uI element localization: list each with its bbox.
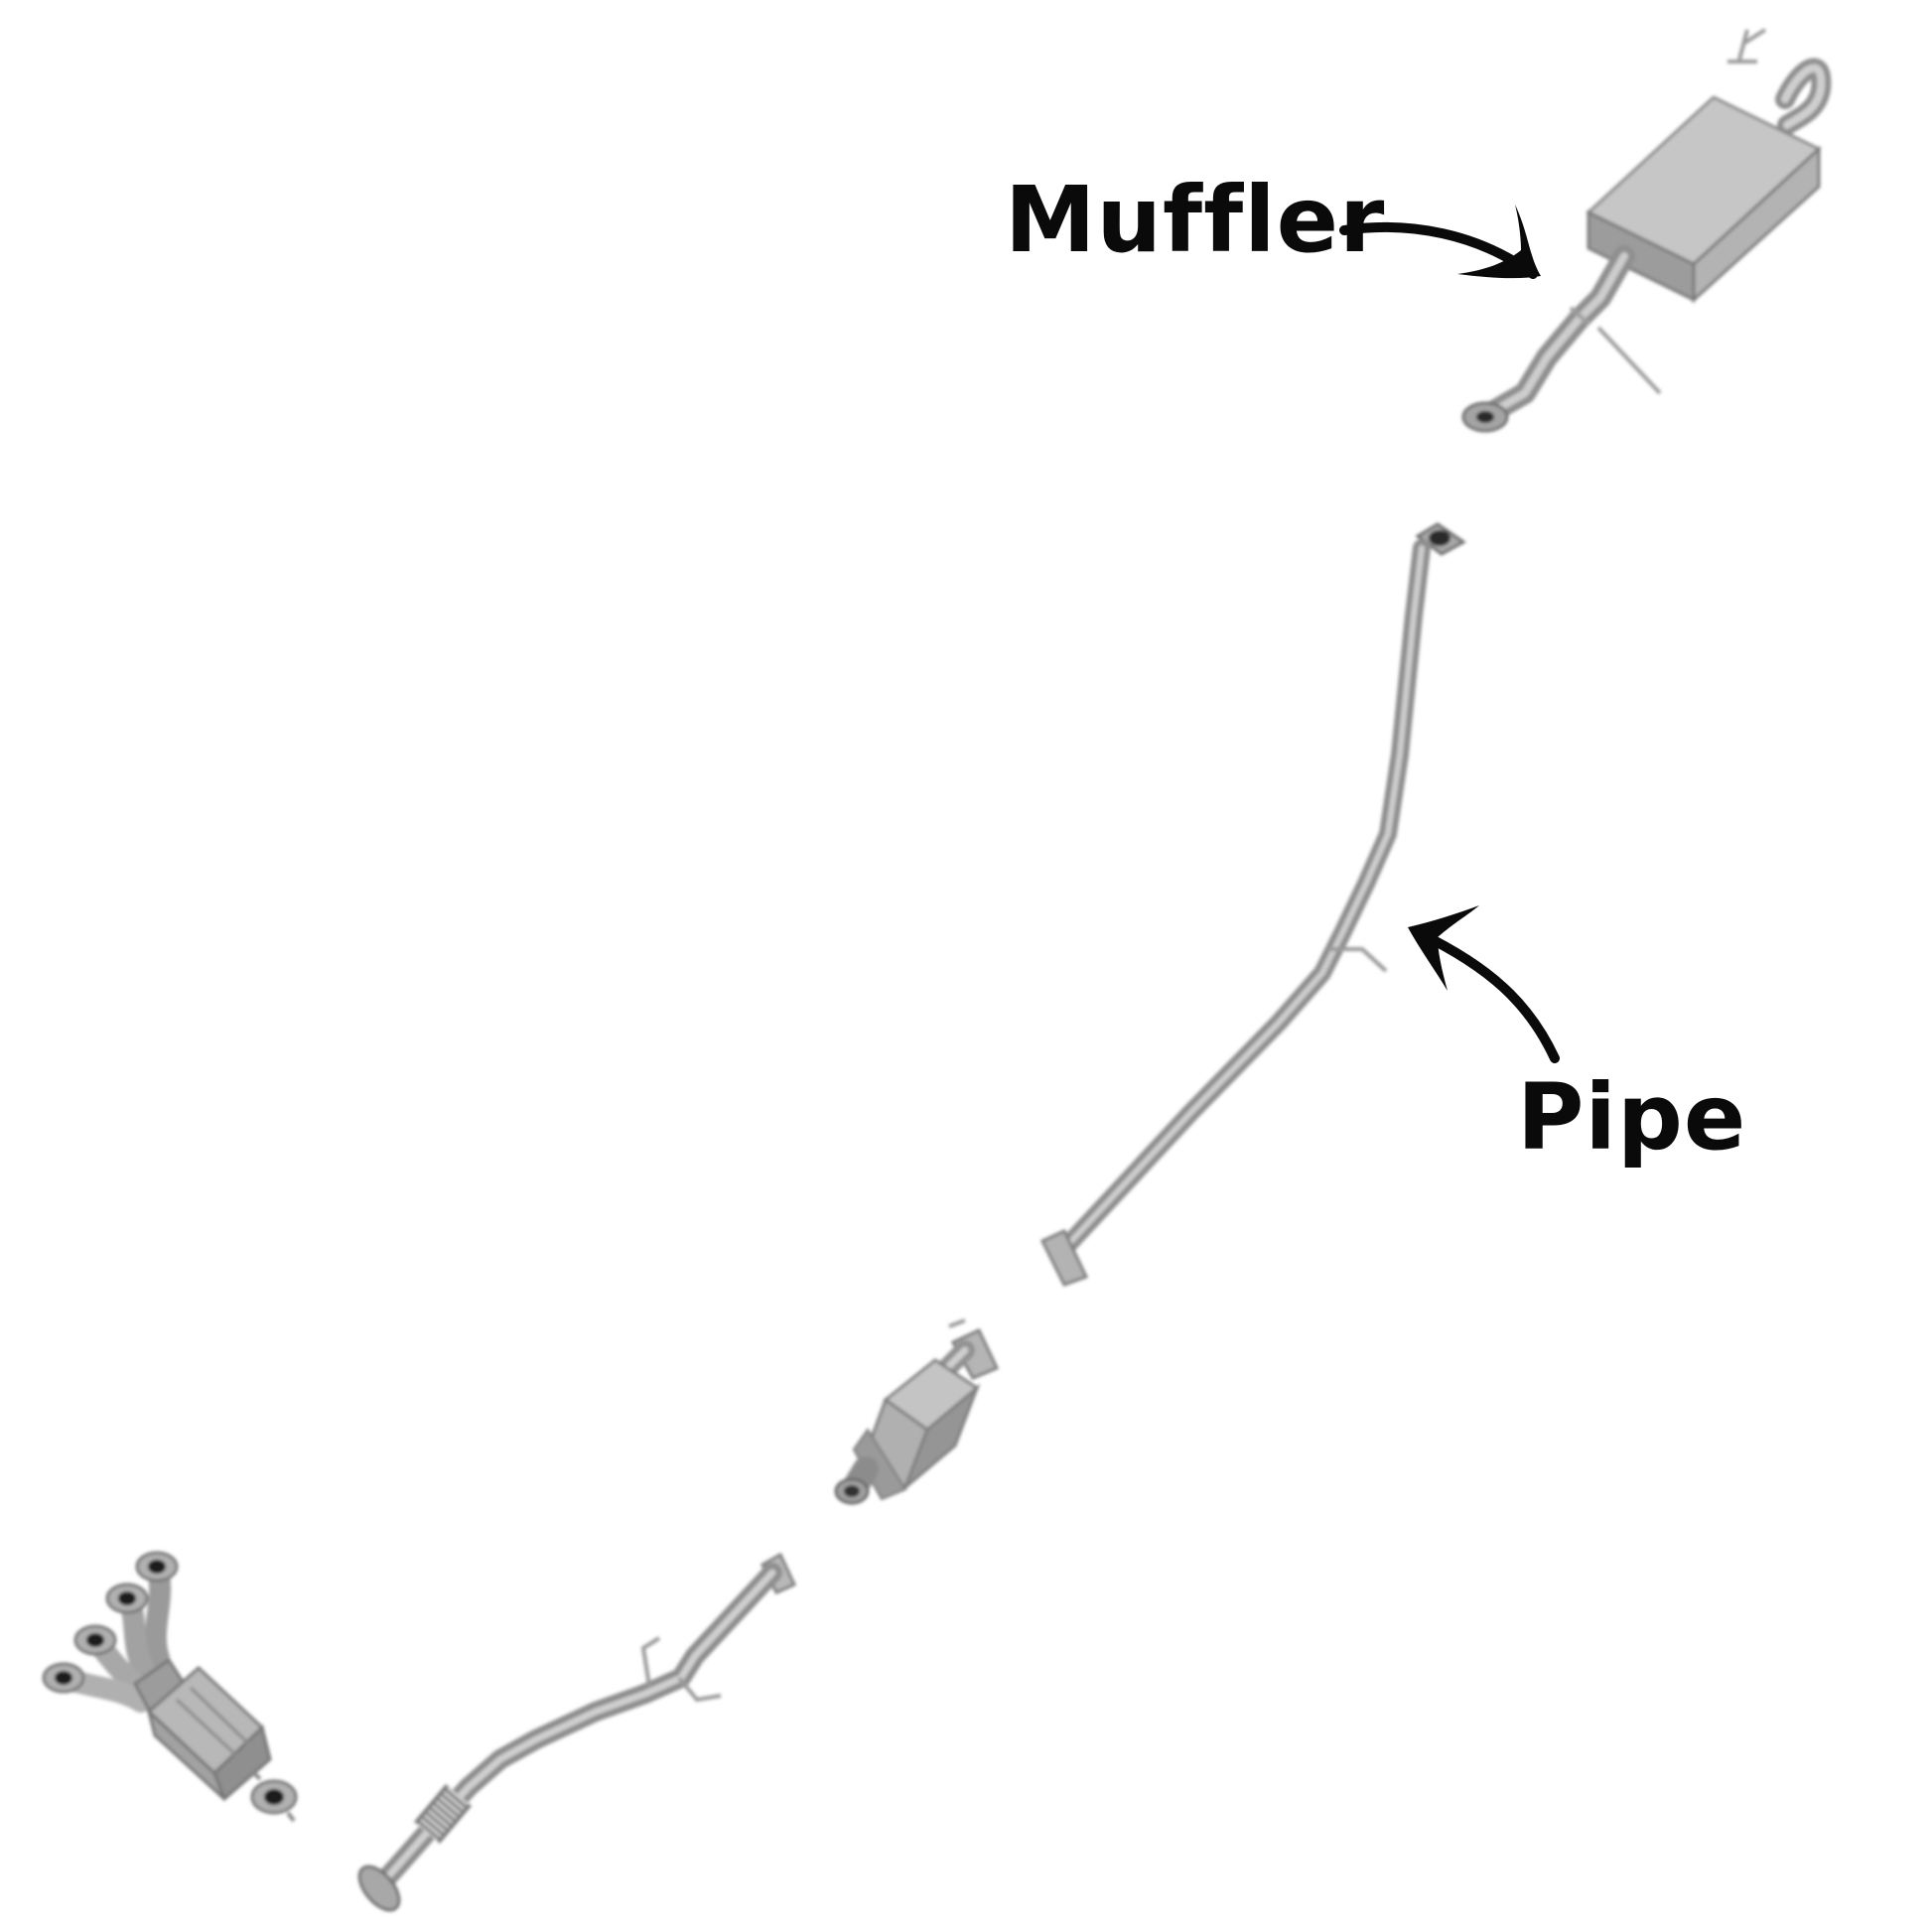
exhaust-manifold-catalytic-converter [42,1551,298,1823]
pipe-label: Pipe [1517,1064,1747,1171]
catalytic-converter [834,1318,1000,1505]
muffler-label: Muffler [1005,167,1386,273]
intermediate-pipe [1039,522,1466,1287]
curved-arrow-icon [1408,905,1560,1063]
muffler-assembly [1461,28,1832,433]
curved-arrow-icon [1339,205,1541,279]
front-pipe [357,1552,797,1912]
